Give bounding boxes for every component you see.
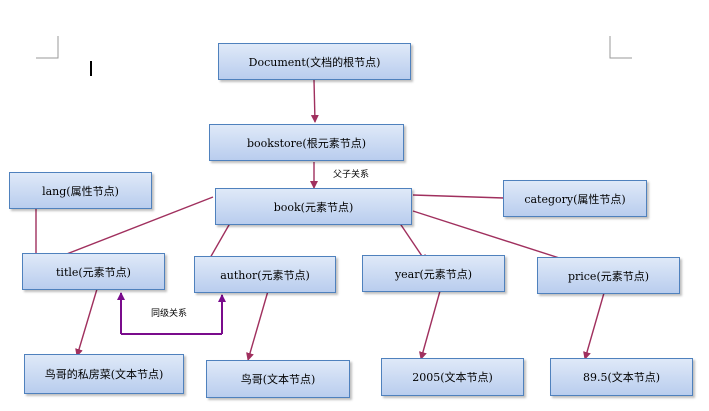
node-document: Document(文档的根节点): [218, 43, 411, 80]
node-title: title(元素节点): [22, 253, 165, 290]
node-bookstore: bookstore(根元素节点): [209, 124, 404, 161]
edge-document-bookstore: [310, 79, 319, 123]
node-category: category(属性节点): [503, 180, 647, 217]
node-price: price(元素节点): [537, 257, 680, 294]
node-book: book(元素节点): [215, 188, 412, 225]
node-price-text: 89.5(文本节点): [550, 358, 693, 396]
edge-book-title: [40, 196, 214, 266]
node-title-text: 鸟哥的私房菜(文本节点): [24, 354, 184, 394]
edge-year-text: [419, 290, 441, 360]
edge-price-text: [583, 292, 605, 360]
edge-author-text: [246, 290, 269, 361]
text-cursor: [90, 61, 92, 76]
edge-book-category: [412, 194, 505, 199]
node-lang: lang(属性节点): [9, 172, 152, 209]
node-author: author(元素节点): [194, 256, 336, 293]
label-parent-child: 父子关系: [333, 170, 370, 180]
node-year: year(元素节点): [362, 255, 505, 292]
edge-title-text: [75, 288, 98, 357]
label-sibling: 同级关系: [151, 309, 188, 319]
node-author-text: 鸟哥(文本节点): [206, 360, 350, 398]
edge-book-price: [412, 210, 579, 266]
node-year-text: 2005(文本节点): [381, 358, 524, 396]
